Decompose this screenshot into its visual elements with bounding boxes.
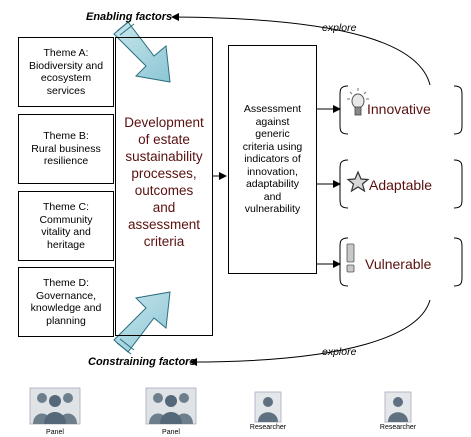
explore-label-bottom: explore — [322, 346, 357, 358]
star-icon — [346, 170, 370, 193]
explore-arc-top — [171, 13, 431, 86]
person-silhouette-icon — [384, 391, 412, 423]
explore-arc-bottom — [189, 299, 431, 366]
outcome-vulnerable: Vulnerable — [365, 256, 432, 272]
explore-label-top: explore — [322, 22, 357, 34]
outcome-adaptable: Adaptable — [369, 177, 433, 193]
assessment-text: Assessment against generic criteria usin… — [242, 103, 303, 216]
development-box — [115, 37, 213, 336]
outcome-innovative: Innovative — [367, 101, 431, 117]
person-silhouette-icon — [254, 391, 282, 423]
bracket-innovative — [339, 85, 463, 135]
theme-c-box: Theme C: Community vitality and heritage — [18, 191, 114, 261]
group-silhouette-icon — [145, 387, 197, 425]
enabling-factors-label: Enabling factors — [86, 11, 173, 23]
exclamation-icon — [346, 243, 355, 273]
constraining-factors-label: Constraining factors — [88, 356, 196, 368]
constraining-arrow — [113, 291, 171, 355]
people-label-panel-2: Panel — [162, 429, 180, 436]
people-label-researcher-2: Researcher — [379, 424, 417, 431]
bracket-adaptable — [339, 159, 463, 209]
theme-b-box: Theme B: Rural business resilience — [18, 114, 114, 184]
people-label-panel-1: Panel — [46, 429, 64, 436]
group-silhouette-icon — [29, 387, 81, 425]
theme-a-box: Theme A: Biodiversity and ecosystem serv… — [18, 37, 114, 107]
lightbulb-icon — [347, 88, 369, 116]
theme-d-box: Theme D: Governance, knowledge and plann… — [18, 267, 114, 337]
development-text: Development of estate sustainability pro… — [124, 115, 204, 249]
assessment-box: Assessment against generic criteria usin… — [228, 45, 317, 274]
people-label-researcher-1: Researcher — [249, 424, 287, 431]
bracket-vulnerable — [339, 237, 463, 287]
